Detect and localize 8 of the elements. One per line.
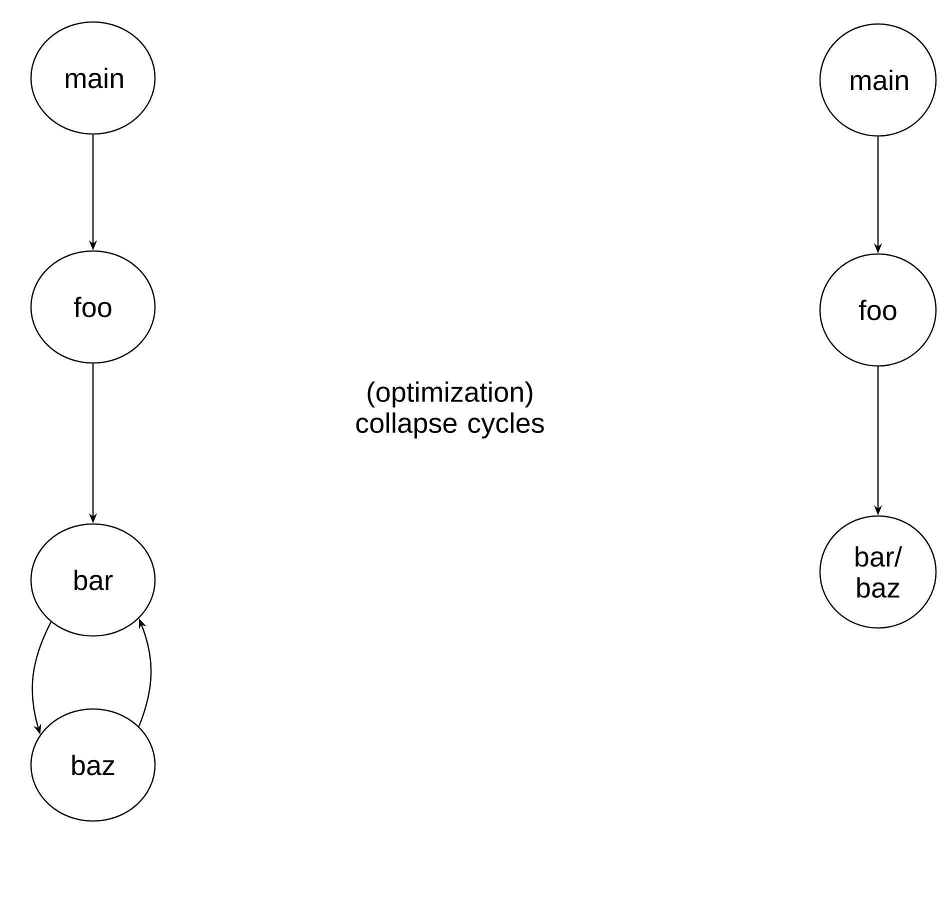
- function-node: main: [30, 21, 156, 135]
- function-node: main: [819, 23, 937, 137]
- function-node: baz: [30, 708, 156, 822]
- function-node: bar/ baz: [819, 515, 937, 629]
- function-node: foo: [819, 253, 937, 367]
- function-node: foo: [30, 250, 156, 364]
- caption-text: (optimization) collapse cycles: [356, 381, 544, 439]
- function-node: bar: [30, 523, 156, 637]
